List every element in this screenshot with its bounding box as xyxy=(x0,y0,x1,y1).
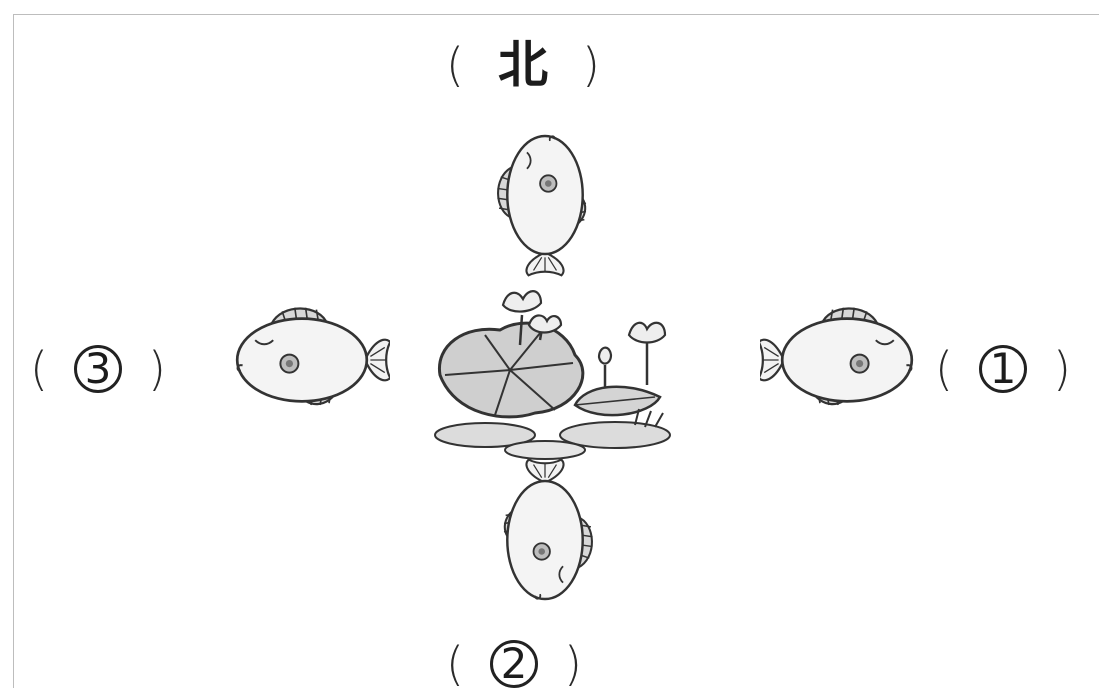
south-label: ( 2 ) xyxy=(446,640,582,688)
east-number-circle: 1 xyxy=(979,345,1027,393)
south-close-paren: ) xyxy=(564,641,582,687)
east-close-paren: ) xyxy=(1053,346,1071,392)
north-open-paren: ( xyxy=(446,42,464,88)
west-number-circle: 3 xyxy=(74,345,122,393)
north-fish-illustration xyxy=(470,110,620,280)
west-close-paren: ) xyxy=(148,346,166,392)
lotus-pond-illustration xyxy=(425,285,680,465)
east-fish-illustration xyxy=(760,300,935,420)
south-fish-illustration xyxy=(470,455,620,625)
north-close-paren: ) xyxy=(582,42,600,88)
north-direction-text: 北 xyxy=(498,40,548,90)
west-fish-illustration xyxy=(215,300,390,420)
north-label: ( 北 ) xyxy=(446,40,600,90)
south-number-circle: 2 xyxy=(490,640,538,688)
south-open-paren: ( xyxy=(446,641,464,687)
west-label: ( 3 ) xyxy=(30,345,166,393)
east-open-paren: ( xyxy=(935,346,953,392)
east-label: ( 1 ) xyxy=(935,345,1071,393)
west-open-paren: ( xyxy=(30,346,48,392)
